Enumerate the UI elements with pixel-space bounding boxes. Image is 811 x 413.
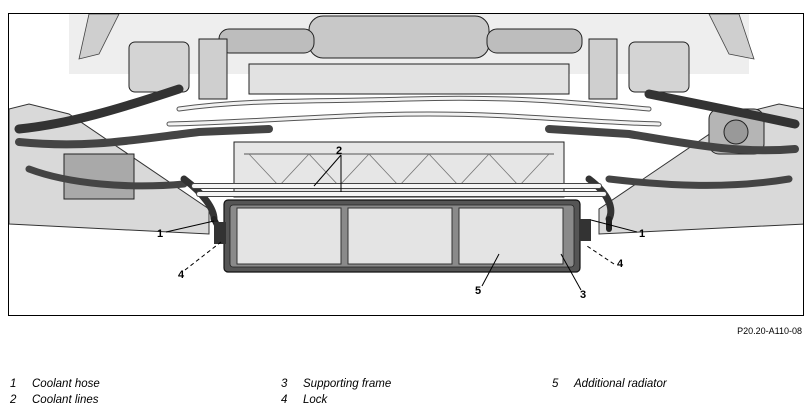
legend-label: Coolant lines: [32, 394, 99, 406]
legend-label: Additional radiator: [574, 378, 667, 390]
additional-radiator: [236, 207, 564, 265]
legend-label: Coolant hose: [32, 378, 100, 390]
callout-3: 3: [580, 289, 586, 301]
legend-number: 3: [281, 378, 288, 390]
legend-number: 2: [10, 394, 17, 406]
callout-4-right: 4: [617, 258, 624, 270]
locks: [214, 219, 591, 244]
callout-5: 5: [475, 285, 481, 297]
legend-number: 1: [10, 378, 17, 390]
callout-1-right: 1: [639, 228, 645, 240]
coolant-hoses: [14, 84, 800, 232]
illustration-svg: 1 2 1 4 4 5 3: [9, 14, 803, 301]
legend-number: 5: [552, 378, 559, 390]
legend-label: Lock: [303, 394, 328, 406]
figure-reference: P20.20-A110-08: [737, 326, 802, 336]
engine-bay-illustration: 1 2 1 4 4 5 3: [8, 13, 804, 316]
leader-lines: [165, 154, 638, 291]
coolant-lines: [166, 95, 662, 197]
callout-2: 2: [336, 145, 342, 157]
callout-4-left: 4: [178, 269, 185, 281]
engine-components: [63, 15, 765, 200]
callout-1-left: 1: [157, 228, 163, 240]
legend-label: Supporting frame: [303, 378, 392, 390]
legend-number: 4: [281, 394, 288, 406]
legend: 1 Coolant hose 2 Coolant lines 3 Support…: [0, 376, 811, 412]
